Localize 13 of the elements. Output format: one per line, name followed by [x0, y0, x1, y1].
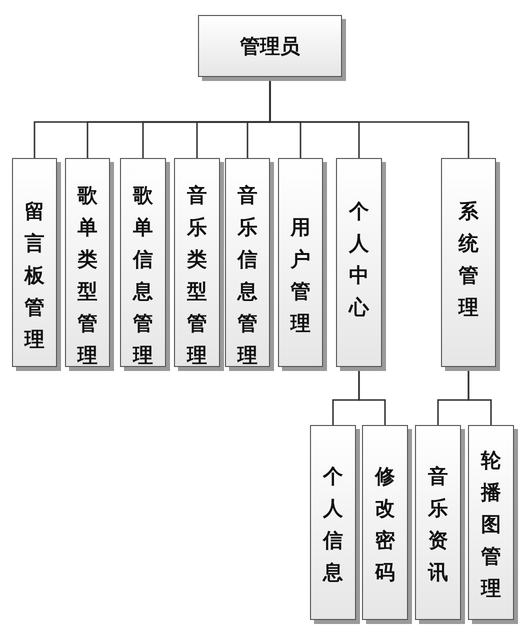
box-label: 个人中心 [348, 198, 370, 321]
box-label: 管理员 [240, 33, 300, 60]
box-label: 音乐资讯 [427, 463, 449, 586]
box-label: 轮播图管理 [480, 447, 502, 602]
box-label: 歌单类型管理 [76, 182, 98, 369]
box-label: 个人信息 [322, 463, 344, 586]
box-label: 音乐类型管理 [186, 182, 208, 369]
box-label: 歌单信息管理 [132, 182, 154, 369]
box-label: 系统管理 [458, 198, 480, 321]
box-label: 音乐信息管理 [236, 182, 258, 369]
box-label: 修改密码 [374, 463, 396, 586]
box-label: 留言板管理 [24, 198, 46, 353]
box-label: 用户管理 [290, 214, 312, 337]
